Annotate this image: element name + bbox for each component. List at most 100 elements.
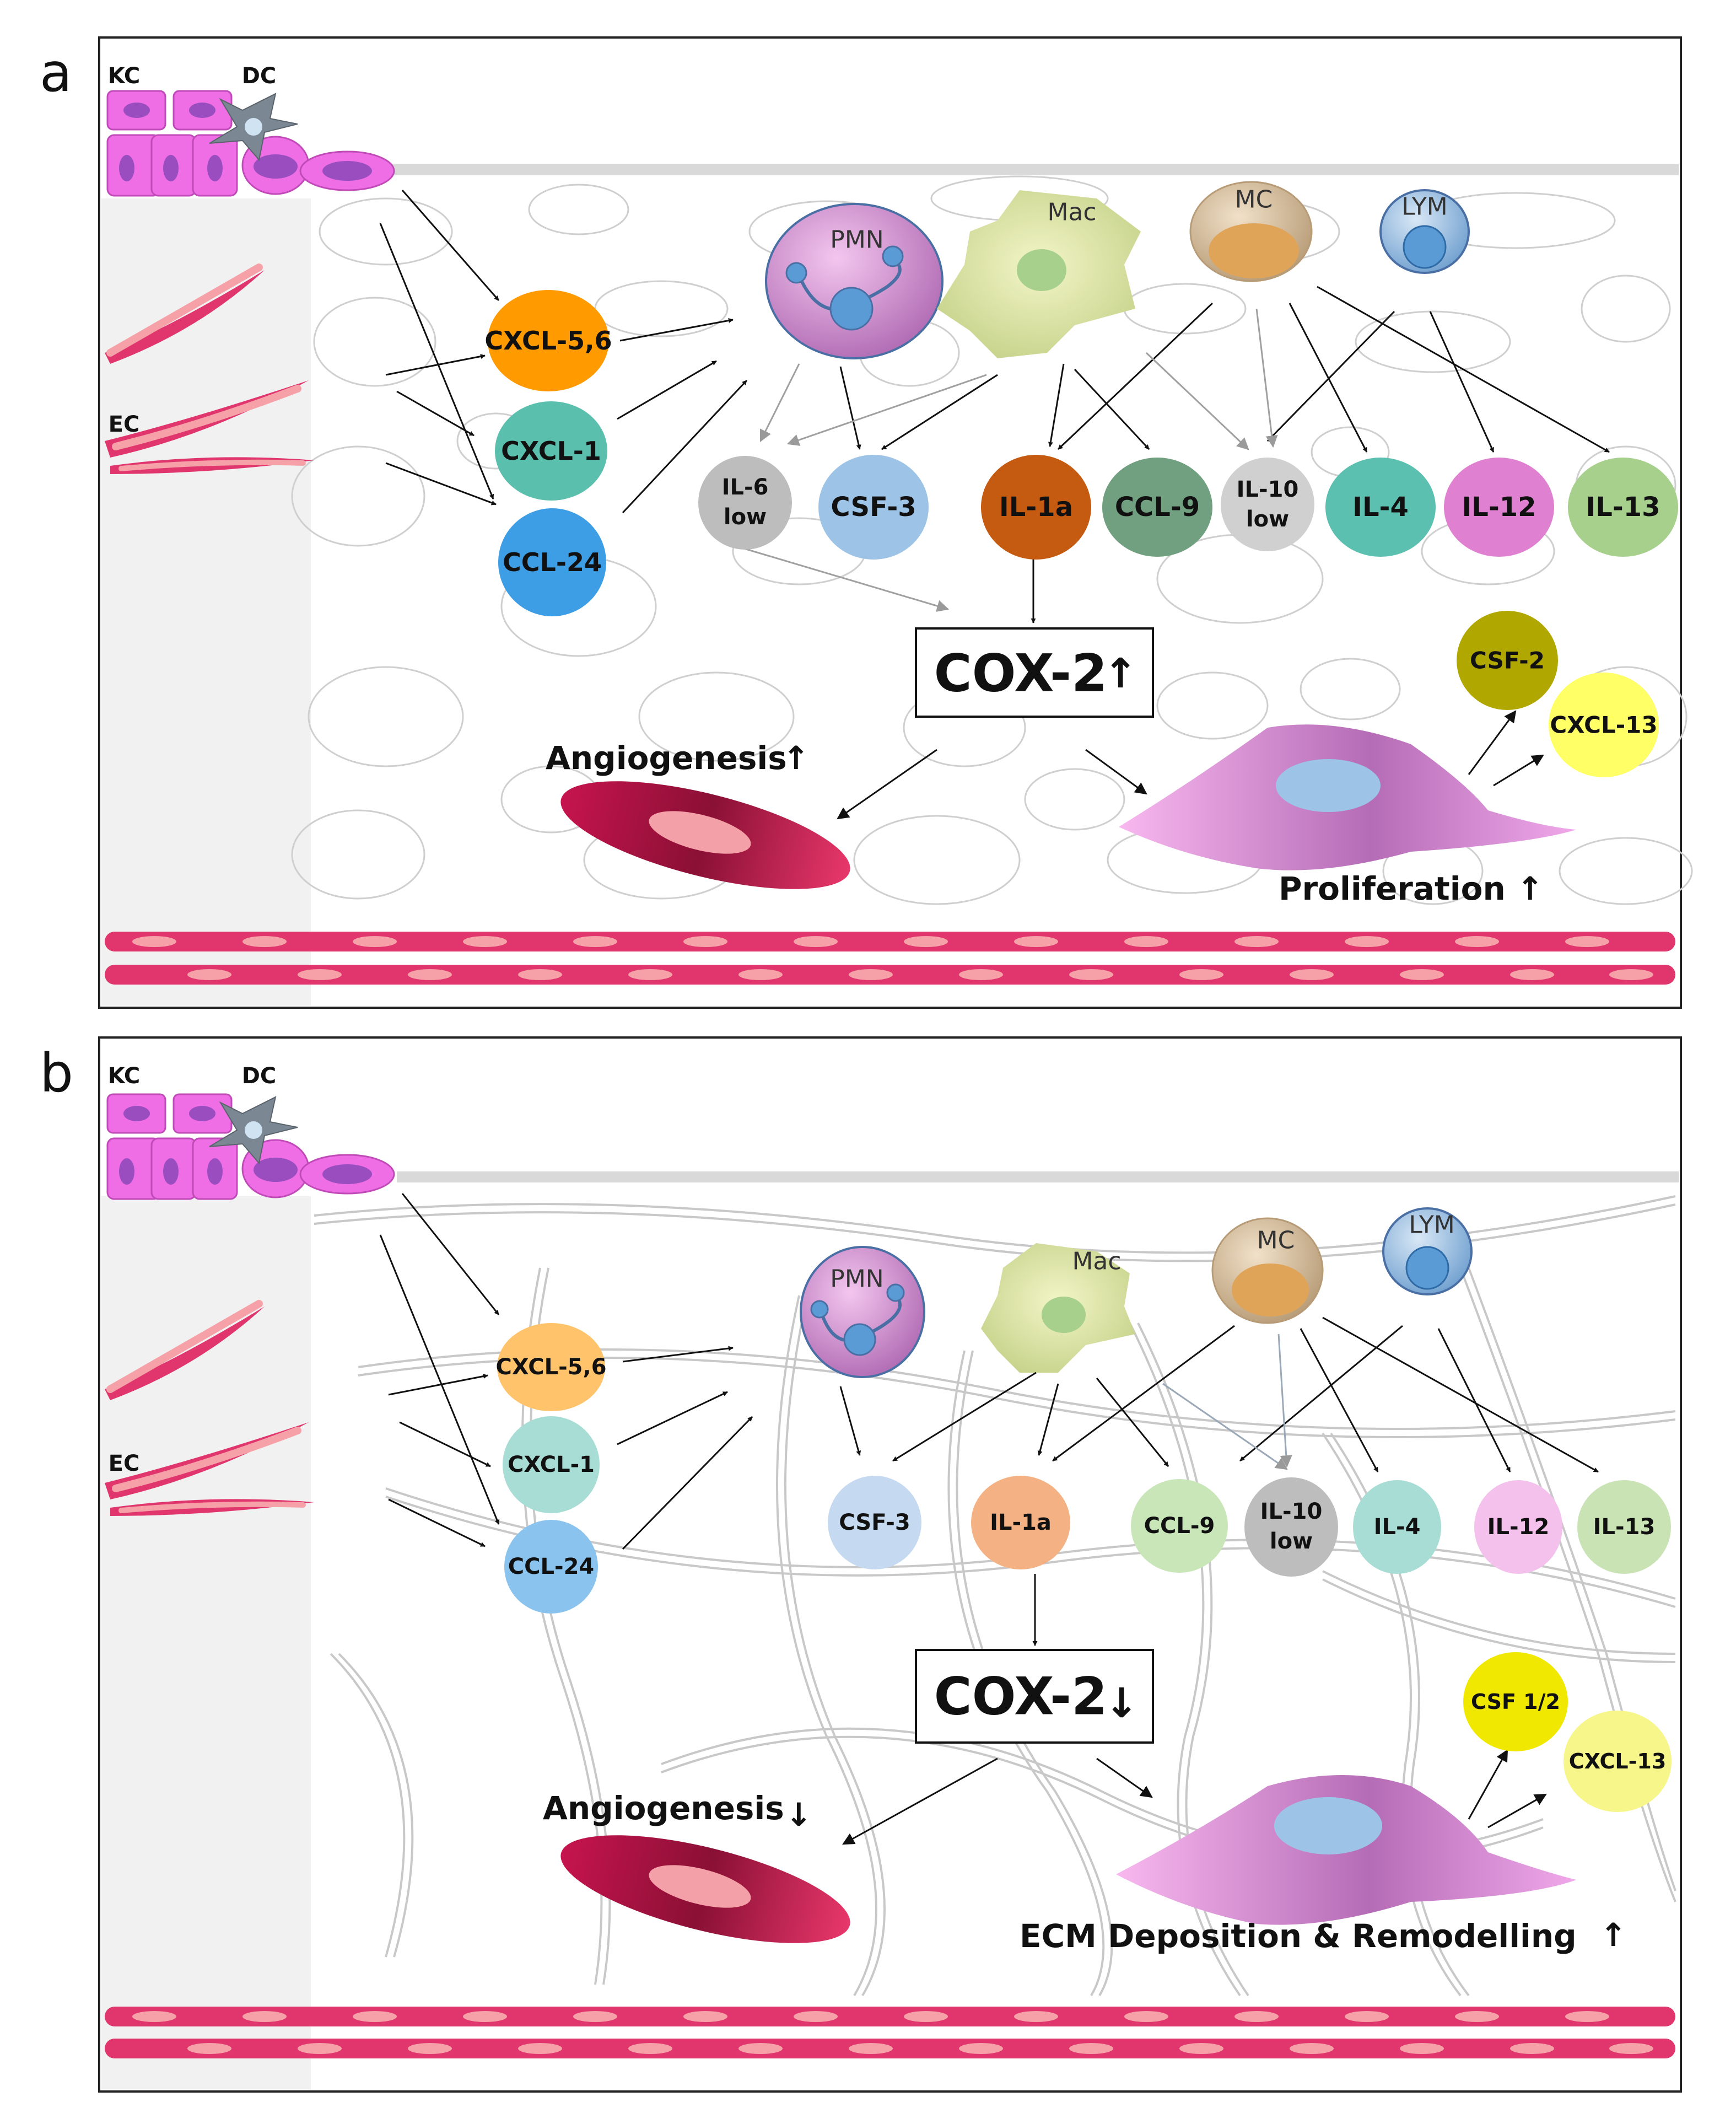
pmn-cell [800, 1246, 925, 1378]
cytokine-ccl9: CCL-9 [1131, 1479, 1228, 1573]
cytokine-sublabel: low [724, 504, 767, 530]
cytokine-label: CCL-9 [1115, 492, 1200, 523]
kc-label: KC [108, 63, 141, 89]
cytokine-label: IL-6 [722, 475, 769, 500]
lym-label: LYM [1409, 1211, 1455, 1239]
dc-label: DC [242, 1063, 277, 1089]
fibroblast-cell [1116, 1775, 1576, 1925]
panel-letter: b [40, 1042, 73, 1104]
fibroblast-outcome-arrow: ↑ [1600, 1916, 1627, 1954]
dendritic-cell [209, 1096, 298, 1165]
chemokine-ccl24: CCL-24 [498, 508, 606, 616]
angiogenesis-label: Angiogenesis [543, 1789, 784, 1827]
cytokine-label: IL-10 [1260, 1499, 1323, 1524]
cytokine-il6: IL-6 low [698, 456, 792, 550]
cytokine-csf3: CSF-3 [818, 455, 929, 560]
keratinocyte-nuclei [119, 103, 372, 181]
epidermis-band [101, 198, 311, 1006]
lymphocyte-cell [1382, 1207, 1473, 1295]
angiogenesis-arrow: ↓ [785, 1796, 812, 1834]
endothelial-cells [105, 264, 314, 474]
macrophage-cell [937, 190, 1141, 358]
cytokine-label: CSF 1/2 [1471, 1690, 1560, 1714]
ec-label: EC [109, 412, 140, 437]
chemokine-cxcl56: CXCL-5,6 [495, 1323, 607, 1411]
cytokine-sublabel: low [1270, 1529, 1313, 1554]
pmn-cell [765, 203, 944, 359]
cytokine-ccl9: CCL-9 [1102, 458, 1212, 557]
cytokine-csf3: CSF-3 [828, 1476, 921, 1569]
cox2-arrow: ↑ [1103, 650, 1137, 697]
chemokine-label: CXCL-1 [501, 436, 601, 466]
panel-b: b [40, 1036, 1682, 2093]
weak-arrows [743, 308, 1278, 612]
cytokine-label: CSF-3 [839, 1510, 910, 1535]
pmn-label: PMN [830, 1265, 883, 1293]
signaling-arrows [379, 190, 1610, 820]
cytokine-label: CSF-2 [1470, 647, 1545, 674]
cytokine-il1a: IL-1a [981, 455, 1091, 560]
fibroblast-outcome-label: Proliferation [1279, 870, 1506, 907]
ec-label: EC [109, 1451, 140, 1476]
lymphocyte-cell [1379, 189, 1470, 274]
fibroblast-outcome-label: ECM Deposition & Remodelling [1020, 1917, 1577, 1955]
blood-vessel-wall [105, 932, 1675, 985]
keratinocyte-nuclei [119, 1106, 372, 1185]
cytokine-label: IL-1a [990, 1510, 1052, 1535]
chemokine-label: CCL-24 [508, 1554, 594, 1579]
angiogenesis-label: Angiogenesis [546, 739, 787, 777]
angiogenesis-vessel [560, 1835, 850, 1943]
chemokine-cxcl13: CXCL-13 [1549, 673, 1659, 777]
cytokine-label: IL-13 [1586, 492, 1660, 523]
cytokine-label: IL-13 [1593, 1514, 1656, 1540]
chemokine-label: CXCL-13 [1569, 1749, 1667, 1773]
blood-vessel-wall [105, 2007, 1675, 2058]
signaling-arrows [379, 1193, 1599, 1845]
kc-label: KC [108, 1063, 141, 1089]
cytokine-label: CCL-9 [1144, 1513, 1215, 1539]
cytokine-label: IL-12 [1487, 1514, 1550, 1540]
endothelial-cells [105, 1300, 314, 1516]
dc-label: DC [242, 63, 277, 89]
angiogenesis-arrow: ↑ [783, 739, 810, 777]
cytokine-il13: IL-13 [1577, 1480, 1671, 1574]
chemokine-label: CXCL-5,6 [484, 326, 612, 356]
cytokine-label: IL-4 [1352, 492, 1409, 523]
panel-a: a [40, 36, 1693, 1009]
cytokine-label: CSF-3 [831, 492, 916, 523]
pmn-label: PMN [830, 226, 883, 254]
chemokine-cxcl56: CXCL-5,6 [484, 290, 612, 391]
chemokine-label: CXCL-13 [1550, 712, 1657, 739]
cytokine-il13: IL-13 [1568, 458, 1678, 557]
cox2-box: COX-2 ↑ [915, 627, 1154, 718]
fibroblast-outcome-arrow: ↑ [1517, 870, 1544, 907]
cytokine-label: IL-4 [1374, 1514, 1421, 1540]
chemokine-cxcl1: CXCL-1 [503, 1416, 600, 1513]
cytokine-il4: IL-4 [1325, 458, 1436, 557]
cytokine-il12: IL-12 [1444, 458, 1554, 557]
mc-label: MC [1257, 1227, 1295, 1255]
weak-arrows [1162, 1334, 1292, 1470]
basement-membrane [397, 1171, 1679, 1182]
mc-label: MC [1235, 186, 1273, 214]
cytokine-il1a: IL-1a [971, 1476, 1070, 1569]
angiogenesis-vessel [560, 781, 850, 889]
chemokine-label: CXCL-1 [508, 1452, 595, 1477]
mac-label: Mac [1047, 198, 1096, 227]
dendritic-cell [209, 93, 298, 162]
panel-letter: a [40, 42, 72, 104]
mast-cell [1211, 1217, 1324, 1324]
cytokine-label: IL-1a [999, 492, 1073, 523]
lym-label: LYM [1401, 193, 1448, 221]
cox2-arrow: ↓ [1104, 1680, 1139, 1727]
cytokine-csf: CSF-2 [1457, 611, 1558, 710]
cytokine-il10: IL-10 low [1244, 1477, 1338, 1577]
mac-label: Mac [1072, 1248, 1121, 1276]
cytokine-il12: IL-12 [1474, 1480, 1562, 1574]
cytokine-il10: IL-10 low [1221, 458, 1314, 551]
chemokine-cxcl1: CXCL-1 [495, 401, 607, 501]
cytokine-sublabel: low [1246, 507, 1289, 532]
cytokine-label: IL-12 [1462, 492, 1536, 523]
fibroblast-cell [1119, 724, 1576, 870]
